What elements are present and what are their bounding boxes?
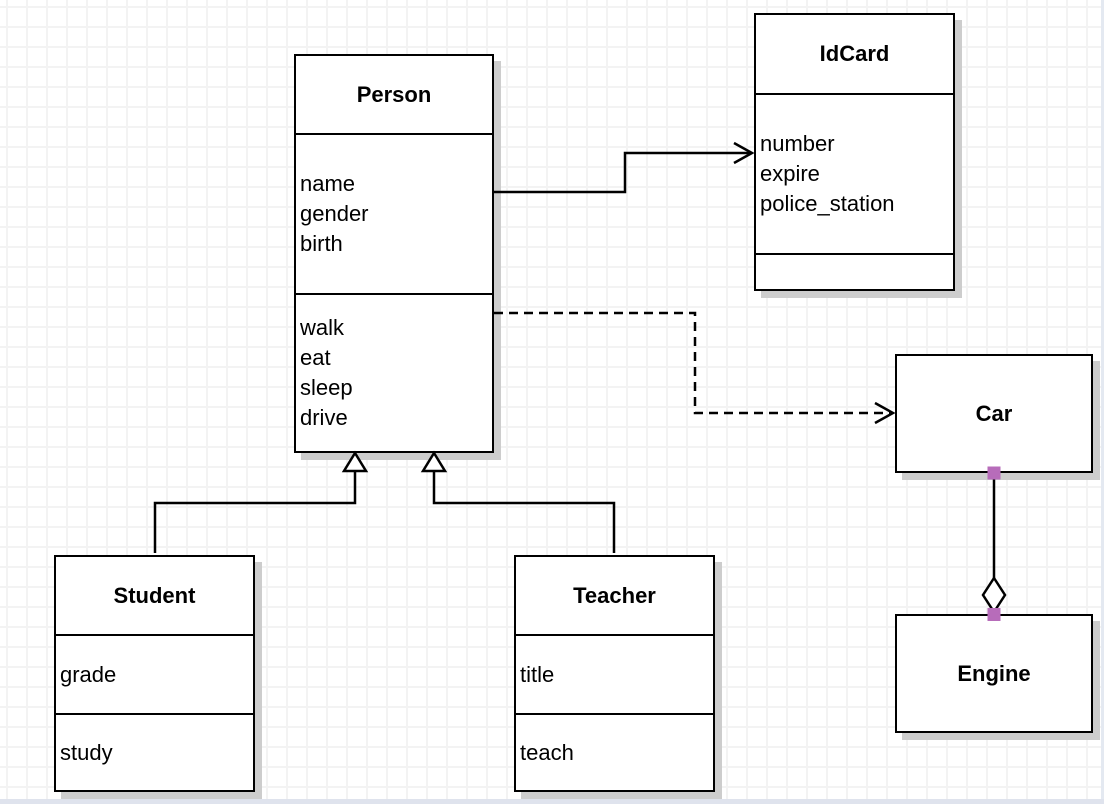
dependency-person-car-line[interactable] [494, 311, 890, 415]
class-box-idcard[interactable]: IdCard number expire police_station [754, 13, 955, 291]
aggregation-car-engine[interactable] [981, 466, 1007, 622]
class-box-engine[interactable]: Engine [895, 614, 1093, 733]
method-person-sleep: sleep [300, 375, 353, 400]
attribute-teacher-title: title [520, 661, 555, 687]
method-person-drive: drive [300, 405, 348, 430]
hollow-diamond-icon [981, 575, 1007, 615]
attributes-compartment-person[interactable]: name gender birth [296, 135, 492, 295]
attribute-idcard-expire: expire [760, 161, 820, 186]
attribute-person-gender: gender [300, 201, 369, 226]
class-box-car[interactable]: Car [895, 354, 1093, 473]
methods-compartment-person[interactable]: walk eat sleep drive [296, 295, 492, 451]
attributes-compartment-idcard[interactable]: number expire police_station [756, 95, 953, 255]
association-person-idcard[interactable] [494, 141, 755, 194]
attributes-compartment-teacher[interactable]: title [516, 636, 713, 715]
generalization-teacher-person-line[interactable] [432, 472, 616, 553]
attribute-person-birth: birth [300, 231, 343, 256]
class-box-person[interactable]: Person name gender birth walk eat sleep … [294, 54, 494, 453]
class-title-idcard: IdCard [756, 15, 953, 95]
association-person-idcard-line[interactable] [494, 151, 750, 194]
method-teacher-teach: teach [520, 739, 574, 765]
class-title-student: Student [56, 557, 253, 636]
class-box-teacher[interactable]: Teacher title teach [514, 555, 715, 792]
method-student-study: study [60, 739, 113, 765]
attribute-person-name: name [300, 171, 356, 196]
open-arrowhead-icon [874, 401, 896, 425]
hollow-triangle-icon [420, 450, 448, 473]
class-title-teacher: Teacher [516, 557, 713, 636]
class-title-person: Person [296, 56, 492, 135]
generalization-student-person[interactable] [153, 450, 369, 553]
method-person-eat: eat [300, 345, 331, 370]
generalization-teacher-person[interactable] [420, 450, 616, 553]
canvas-right-edge [1101, 0, 1104, 804]
methods-compartment-idcard[interactable] [756, 255, 953, 289]
class-box-student[interactable]: Student grade study [54, 555, 255, 792]
class-title-engine: Engine [957, 660, 1031, 686]
method-person-walk: walk [300, 315, 345, 340]
open-arrowhead-icon [733, 141, 755, 165]
attribute-idcard-number: number [760, 131, 835, 156]
methods-compartment-student[interactable]: study [56, 715, 253, 790]
attribute-student-grade: grade [60, 661, 117, 687]
hollow-triangle-icon [341, 450, 369, 473]
methods-compartment-teacher[interactable]: teach [516, 715, 713, 790]
dependency-person-car[interactable] [494, 311, 896, 425]
generalization-student-person-line[interactable] [153, 472, 357, 553]
attribute-idcard-police-station: police_station [760, 191, 895, 216]
attributes-compartment-student[interactable]: grade [56, 636, 253, 715]
class-title-car: Car [975, 400, 1013, 426]
canvas-bottom-edge [0, 799, 1104, 804]
